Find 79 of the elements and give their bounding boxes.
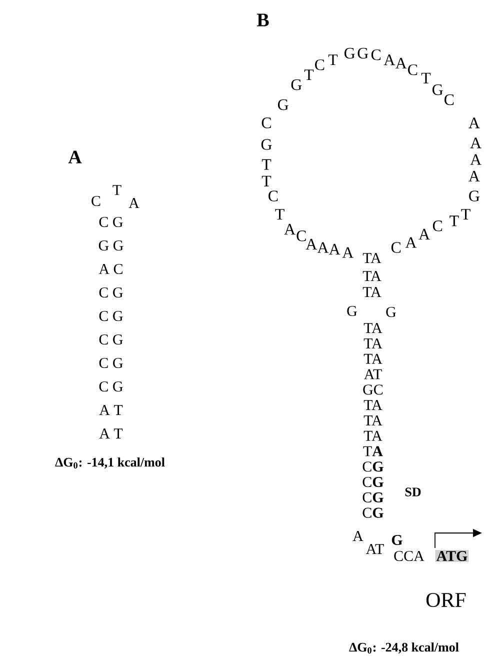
base-pair: A C (98, 264, 122, 274)
base-letter: T (262, 176, 272, 186)
base-letter: T (304, 70, 314, 80)
base-letter: A (342, 247, 354, 258)
base-pair: TA (364, 400, 382, 410)
base-letter: C (315, 59, 324, 70)
base-letter: C (371, 49, 381, 60)
base-letter: G (358, 48, 368, 59)
base-pair: TA (362, 253, 382, 263)
base-letter: G (386, 306, 396, 318)
base-letter: A (284, 224, 296, 234)
base-letter: G (469, 190, 480, 202)
base-pair: C G (99, 287, 123, 298)
base-pair: C G (99, 381, 123, 392)
base-letter: A (384, 54, 396, 66)
panel-label: B (256, 14, 269, 26)
base-letter: A (317, 242, 329, 253)
base-pair: TA (362, 271, 382, 281)
base-pair: TA (362, 287, 382, 297)
base-letter: G (291, 79, 302, 90)
base-letter: G (278, 99, 288, 110)
base-letter: C (444, 94, 454, 106)
base-sequence: CCA (394, 550, 424, 562)
base-pair: TA (364, 323, 382, 333)
base-letter: G (347, 306, 357, 316)
base-letter: A (352, 531, 364, 541)
base-letter: T (275, 209, 284, 220)
base-pair: G G (98, 240, 124, 251)
base-pair: CG (362, 492, 384, 502)
base-letter: T (262, 159, 272, 170)
base-letter: T (450, 216, 459, 226)
base-pair: TA (364, 415, 382, 426)
base-letter: G (432, 84, 443, 96)
base-letter: A (328, 244, 340, 254)
base-pair: C G (99, 310, 123, 322)
panel-label: A (68, 150, 82, 164)
start-codon: ATG (435, 550, 469, 562)
base-letter: A (468, 118, 480, 128)
base-pair: C G (99, 358, 123, 368)
base-letter: T (328, 54, 338, 66)
base-letter: A (470, 138, 482, 148)
base-pair: AT (364, 369, 382, 380)
base-letter: C (92, 196, 100, 206)
base-letter: C (432, 220, 442, 232)
base-pair: TA (364, 338, 382, 348)
base-letter: C (391, 242, 401, 253)
base-letter: C (296, 230, 306, 242)
base-letter: G (261, 139, 272, 150)
base-letter: T (421, 72, 431, 84)
base-letter: G (344, 48, 355, 59)
base-letter: C (408, 64, 418, 76)
base-pair: GC (363, 384, 383, 395)
base-letter: T (112, 185, 122, 195)
base-pair: CG (362, 508, 384, 518)
base-pair: C G (99, 216, 123, 228)
free-energy-label: ΔG$_{0}$: -14,1 kcal/mol (55, 457, 165, 469)
gene-label: ORF (426, 592, 466, 608)
free-energy-label: ΔG$_{0}$: -24,8 kcal/mol (349, 642, 459, 654)
base-pair: AT (366, 544, 384, 554)
base-letter: A (470, 154, 482, 165)
base-pair: A T (99, 428, 123, 438)
base-pair: TA (363, 446, 383, 456)
base-letter: A (405, 237, 417, 248)
base-letter: C (268, 190, 278, 202)
base-pair: C G (99, 334, 123, 345)
base-pair: CG (362, 462, 384, 472)
base-letter: A (395, 58, 407, 68)
base-letter: C (262, 118, 271, 128)
base-letter: A (468, 170, 480, 182)
base-letter: A (418, 228, 430, 240)
base-pair: CG (362, 476, 384, 488)
base-letter: A (128, 198, 140, 208)
base-letter: G (392, 534, 402, 546)
base-pair: A T (99, 405, 123, 415)
base-letter: A (306, 238, 318, 250)
base-pair: TA (364, 430, 382, 441)
base-letter: T (461, 209, 470, 220)
region-label: SD (405, 488, 421, 496)
base-pair: TA (364, 354, 382, 364)
